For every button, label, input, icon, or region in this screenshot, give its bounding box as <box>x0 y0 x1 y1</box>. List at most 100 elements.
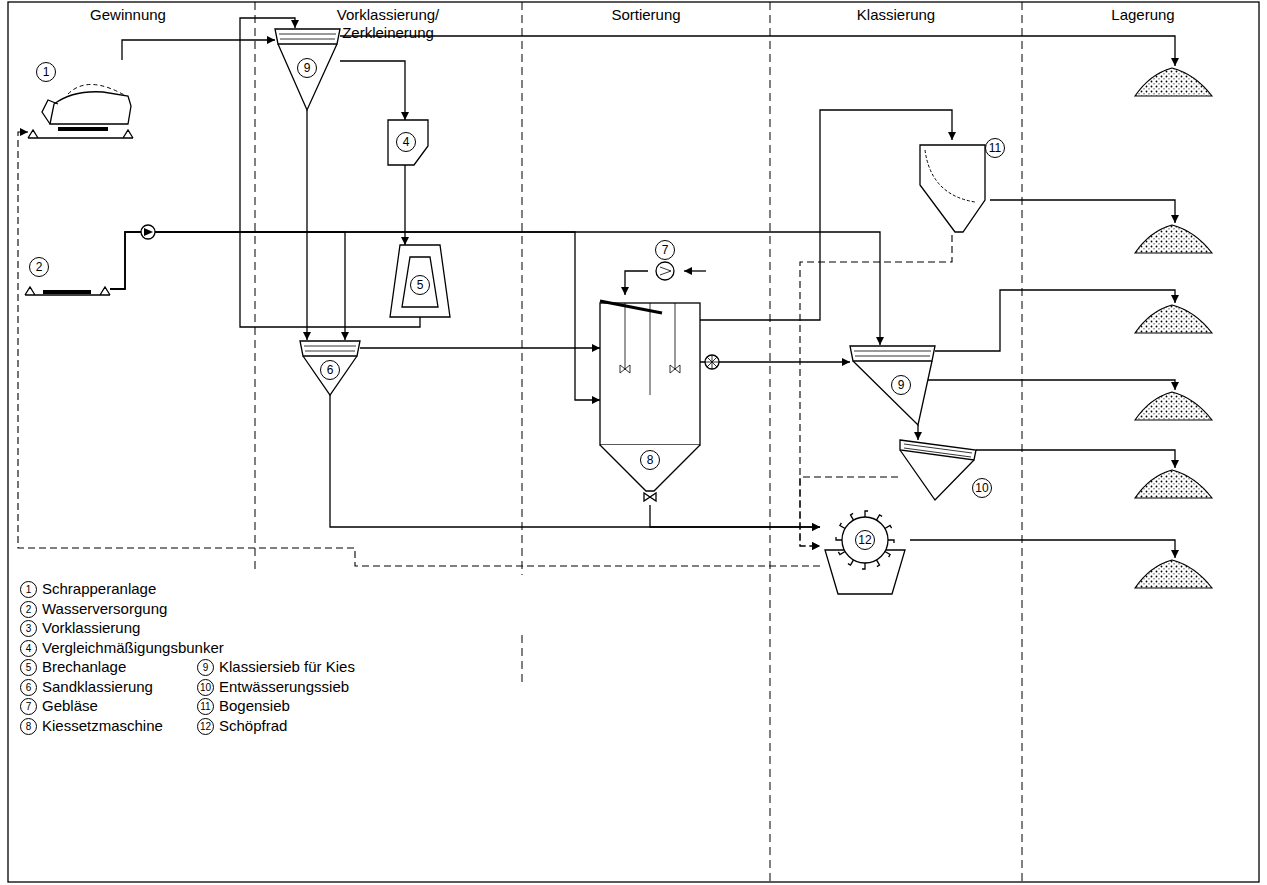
crusher: 5 <box>390 245 450 317</box>
callout-holder: 2 <box>29 257 49 277</box>
legend-number: 9 <box>197 659 214 676</box>
callout-number: 12 <box>855 530 875 550</box>
legend-number-holder: 4 <box>20 640 37 657</box>
legend-number: 7 <box>20 698 37 715</box>
legend-text-holder: Schrapperanlage <box>42 580 156 598</box>
callout-number: 6 <box>320 360 340 380</box>
legend-text: Klassiersieb für Kies <box>219 658 355 675</box>
legend-text-holder: Bogensieb <box>219 697 290 715</box>
legend-text: Schrapperanlage <box>42 580 156 597</box>
legend-text-holder: Entwässerungssieb <box>219 678 349 696</box>
dewatering-screen: 10 <box>898 440 993 502</box>
gravel-screen: 9 <box>275 28 340 110</box>
legend-number-holder: 11 <box>197 698 214 715</box>
column-heading: Sortierung <box>611 6 680 23</box>
legend-number-holder: 5 <box>20 659 37 676</box>
surge-bunker: 4 <box>388 120 428 165</box>
legend-text: Bogensieb <box>219 697 290 714</box>
callout-number: 7 <box>655 240 675 260</box>
callout-number: 2 <box>29 257 49 277</box>
legend-number-holder: 3 <box>20 620 37 637</box>
column-heading: Vorklassierung/ Zerkleinerung <box>337 6 440 41</box>
legend-text: Schöpfrad <box>219 717 287 734</box>
callout-number: 5 <box>410 275 430 295</box>
sand-classifier: 6 <box>300 340 360 395</box>
column-divider <box>255 2 1022 882</box>
frame <box>8 2 1259 882</box>
flow-line <box>650 505 820 527</box>
legend-number: 8 <box>20 718 37 735</box>
legend-number: 6 <box>20 679 37 696</box>
column-heading-holder: Lagerung <box>1073 6 1213 24</box>
flow-line <box>700 361 850 362</box>
callout-holder: 6 <box>320 360 340 380</box>
legend-number: 4 <box>20 640 37 657</box>
return-water-line <box>800 235 952 546</box>
flow-line <box>110 232 600 400</box>
column-heading: Klassierung <box>857 6 935 23</box>
legend-number-holder: 12 <box>197 718 214 735</box>
sieve-bend-outline <box>915 140 990 235</box>
air-intake <box>684 271 706 272</box>
flow-line <box>360 347 600 348</box>
legend-number: 1 <box>20 581 37 598</box>
legend-text: Vergleichmäßigungsbunker <box>42 639 224 656</box>
column-heading-holder: Sortierung <box>576 6 716 24</box>
legend-text-holder: Brechanlage <box>42 658 126 676</box>
legend-number-holder: 10 <box>197 679 214 696</box>
water-supply: 2 <box>25 255 110 297</box>
legend-number: 5 <box>20 659 37 676</box>
stockpile <box>1135 68 1212 588</box>
legend-number: 12 <box>197 718 214 735</box>
callout-number: 9 <box>891 375 911 395</box>
jig-outline <box>600 295 700 505</box>
legend-text-holder: Sandklassierung <box>42 678 153 696</box>
legend-text-holder: Schöpfrad <box>219 717 287 735</box>
legend-number: 11 <box>197 698 214 715</box>
callout-number: 1 <box>36 62 56 82</box>
flow-line <box>110 232 880 345</box>
flow-line <box>917 425 918 440</box>
callout-holder: 5 <box>410 275 430 295</box>
callout-holder: 9 <box>891 375 911 395</box>
flow-line <box>110 232 345 340</box>
legend-number-holder: 6 <box>20 679 37 696</box>
bucket-wheel: 12 <box>820 510 910 595</box>
pump-symbol <box>141 225 155 239</box>
flow-line <box>700 110 952 320</box>
flow-line <box>340 61 405 120</box>
callout-holder: 4 <box>396 132 416 152</box>
legend-text-holder: Gebläse <box>42 697 98 715</box>
callout-number: 8 <box>640 450 660 470</box>
legend-number: 2 <box>20 601 37 618</box>
flow-line <box>240 18 420 327</box>
sieve-bend: 11 <box>915 140 990 235</box>
return-water-line <box>18 132 820 566</box>
legend-text: Kiessetzmaschine <box>42 717 163 734</box>
callout-holder: 8 <box>640 450 660 470</box>
callout-holder: 1 <box>36 62 56 82</box>
jig: 8 <box>600 295 700 505</box>
legend-number-holder: 2 <box>20 601 37 618</box>
legend-number: 10 <box>197 679 214 696</box>
legend-text-holder: Klassiersieb für Kies <box>219 658 355 676</box>
legend-number-holder: 8 <box>20 718 37 735</box>
product-line <box>340 36 1175 558</box>
legend-text: Vorklassierung <box>42 619 140 636</box>
rotary-valve <box>705 355 719 369</box>
column-heading: Gewinnung <box>90 6 166 23</box>
legend-text: Gebläse <box>42 697 98 714</box>
callout-number: 4 <box>396 132 416 152</box>
legend-text: Entwässerungssieb <box>219 678 349 695</box>
callout-number: 9 <box>297 58 317 78</box>
scraper-unit: 1 <box>28 60 133 140</box>
flow-line <box>330 395 820 527</box>
flow-line <box>306 110 307 340</box>
legend-text: Wasserversorgung <box>42 600 167 617</box>
legend-text: Sandklassierung <box>42 678 153 695</box>
callout-holder: 9 <box>297 58 317 78</box>
legend-text-holder: Vorklassierung <box>42 619 140 637</box>
bucket-wheel-outline <box>820 510 910 595</box>
flow-line <box>625 271 648 295</box>
